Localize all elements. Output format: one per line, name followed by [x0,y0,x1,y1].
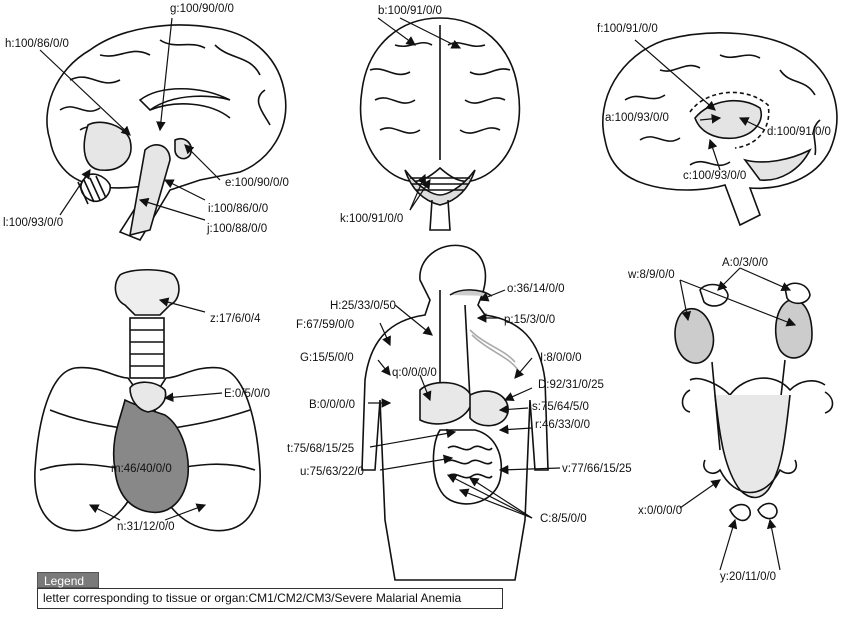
label-A: A:0/3/0/0 [722,257,768,269]
label-b: b:100/91/0/0 [378,5,442,17]
brain-sagittal [46,24,287,241]
label-D: D:92/31/0/25 [538,379,604,391]
label-a: a:100/93/0/0 [605,112,669,124]
label-s: s:75/64/5/0 [532,401,589,413]
label-h: h:100/86/0/0 [5,38,69,50]
label-w: w:8/9/0/0 [627,269,675,281]
brain-coronal [359,17,521,231]
label-p: p:15/3/0/0 [504,314,555,326]
label-t: t:75/68/15/25 [287,443,354,455]
label-r: r:46/33/0/0 [535,419,590,431]
label-e: e:100/90/0/0 [225,177,289,189]
label-x: x:0/0/0/0 [638,505,682,517]
label-j: j:100/88/0/0 [206,223,267,235]
label-c: c:100/93/0/0 [683,170,746,182]
label-k: k:100/91/0/0 [340,213,403,225]
label-m: m:46/40/0/0 [111,463,172,475]
label-C: C:8/5/0/0 [540,513,587,525]
label-i: i:100/86/0/0 [208,203,268,215]
label-q: q:0/0/0/0 [392,367,437,379]
label-B: B:0/0/0/0 [309,399,355,411]
thorax-lungs [34,268,261,532]
label-G: G:15/5/0/0 [300,352,354,364]
label-l: l:100/93/0/0 [3,217,63,229]
label-H: H:25/33/0/50 [330,300,396,312]
label-d: d:100/91/0/0 [767,126,831,138]
kidneys-uterus [674,282,834,522]
pointer-arrows [39,17,797,571]
label-I: I:8/0/0/0 [540,352,582,364]
label-z: z:17/6/0/4 [210,313,261,325]
label-f: f:100/91/0/0 [597,23,658,35]
label-u: u:75/63/22/0 [300,466,364,478]
legend-text: letter corresponding to tissue or organ:… [37,588,503,609]
human-body [361,244,549,581]
label-y: y:20/11/0/0 [720,571,776,583]
label-g: g:100/90/0/0 [170,3,234,15]
label-n: n:31/12/0/0 [117,521,175,533]
label-E: E:0/5/0/0 [224,388,270,400]
label-F: F:67/59/0/0 [296,319,354,331]
label-o: o:36/14/0/0 [507,283,565,295]
label-group: h:100/86/0/0 g:100/90/0/0 e:100/90/0/0 i… [3,3,831,583]
label-v: v:77/66/15/25 [562,463,632,475]
legend-title: Legend [37,572,99,588]
